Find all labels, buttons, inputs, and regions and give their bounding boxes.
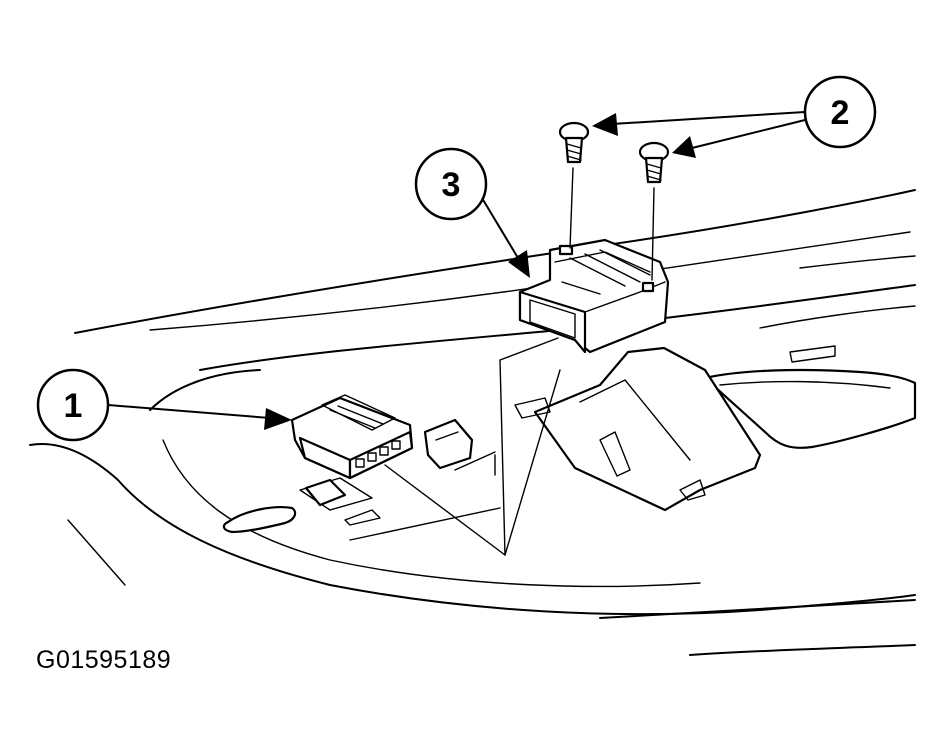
sensor-module xyxy=(518,238,670,354)
callout-2-label: 2 xyxy=(831,94,850,132)
screw-left xyxy=(558,121,590,164)
figure-id: G01595189 xyxy=(36,646,172,674)
callout-1-label: 1 xyxy=(64,387,83,425)
screw-right xyxy=(638,141,670,184)
screws xyxy=(558,121,670,184)
callout-1: 1 xyxy=(36,368,110,442)
electrical-connector xyxy=(290,394,414,507)
assembly-lines xyxy=(384,167,655,556)
callout-arrows xyxy=(107,111,806,430)
mounting-rail xyxy=(514,346,762,512)
retaining-clip xyxy=(423,418,496,476)
callout-3: 3 xyxy=(414,147,488,221)
callout-3-label: 3 xyxy=(442,166,461,204)
panel-slot xyxy=(222,477,501,541)
bracket-slot xyxy=(703,345,917,449)
callout-2: 2 xyxy=(803,75,877,149)
